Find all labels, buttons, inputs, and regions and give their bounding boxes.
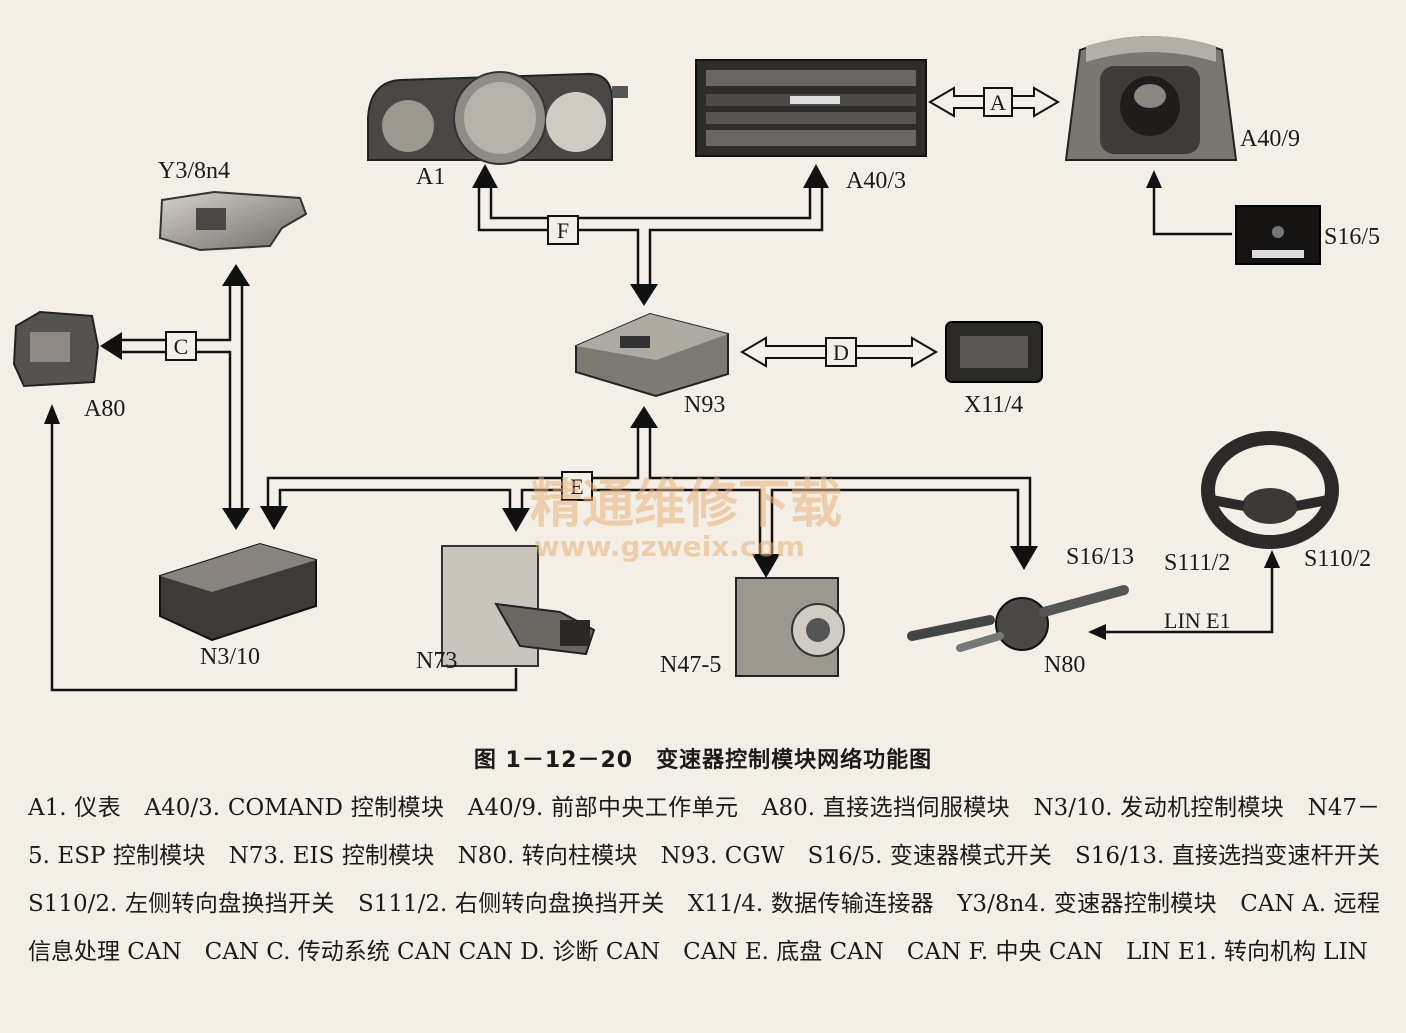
label-s16-5: S16/5 [1324, 224, 1380, 250]
gateway-module-icon [575, 312, 729, 398]
label-n93: N93 [684, 392, 725, 418]
label-n73: N73 [416, 648, 457, 674]
label-n3-10: N3/10 [200, 644, 260, 670]
label-n47-5: N47-5 [660, 652, 721, 678]
engine-control-module-icon [159, 542, 317, 642]
selector-servo-module-icon [12, 310, 100, 388]
lin-bus-label: LIN E1 [1164, 608, 1231, 633]
front-control-unit-icon [1064, 36, 1238, 161]
bus-c-arrowheads [100, 264, 250, 530]
label-x11-4: X11/4 [964, 392, 1023, 418]
label-a40-9: A40/9 [1240, 126, 1300, 152]
bus-d-label-box: D [825, 337, 857, 367]
single-line-arrowheads [44, 170, 1280, 640]
ignition-switch-icon [441, 545, 596, 667]
watermark-url: www.gzweix.com [534, 530, 805, 563]
label-a80: A80 [84, 396, 125, 422]
watermark-text: 精通维修下载 [530, 475, 842, 535]
bus-c-arrow [118, 284, 244, 510]
bus-e-label: E [570, 474, 583, 499]
esp-module-icon [735, 577, 845, 677]
bus-a-label: A [990, 90, 1006, 115]
transmission-control-module-icon [158, 190, 308, 252]
bus-f-arrowheads [472, 164, 829, 306]
network-diagram: A F C D E LIN E1 精通维修下载 www.gzweix.com A… [12, 36, 1380, 692]
bus-f-label: F [557, 218, 569, 243]
label-a40-3: A40/3 [846, 168, 906, 194]
mode-switch-icon [1235, 205, 1321, 265]
bus-f-arrow [477, 184, 824, 286]
bus-f-label-box: F [547, 215, 579, 245]
bus-a-label-box: A [983, 87, 1013, 117]
bus-e-label-box: E [561, 471, 593, 501]
bus-e-arrowheads [260, 406, 1038, 578]
label-s110-2: S110/2 [1304, 546, 1371, 572]
single-line-connections [50, 186, 1274, 692]
label-n80: N80 [1044, 652, 1085, 678]
bus-d-label: D [833, 340, 849, 365]
data-link-connector-icon [945, 321, 1043, 383]
label-y3-8n4: Y3/8n4 [158, 158, 230, 184]
bus-c-label: C [174, 334, 189, 359]
steering-column-module-icon [907, 585, 1129, 652]
label-a1: A1 [416, 164, 445, 190]
bus-e-arrow [266, 426, 1032, 556]
label-s16-13: S16/13 [1066, 544, 1134, 570]
steering-wheel-icon [1201, 431, 1339, 549]
label-s111-2: S111/2 [1164, 550, 1230, 576]
figure-caption: 图 1－12－20 变速器控制模块网络功能图 [473, 748, 933, 773]
figure-legend: A1. 仪表 A40/3. COMAND 控制模块 A40/9. 前部中央工作单… [28, 795, 1403, 965]
instrument-cluster-icon [367, 71, 628, 165]
bus-c-label-box: C [165, 331, 197, 361]
comand-unit-icon [695, 59, 927, 157]
